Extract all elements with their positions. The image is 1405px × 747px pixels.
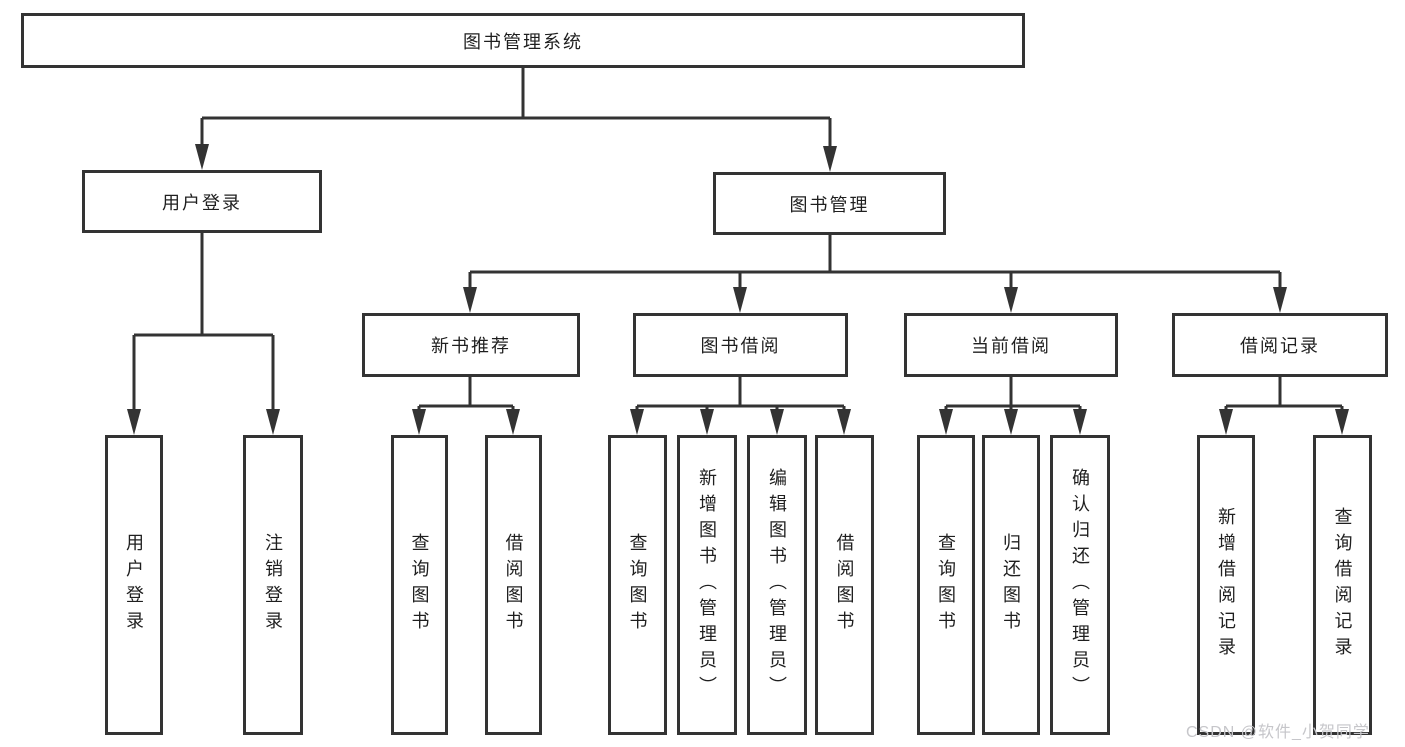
leaf-borrow-edit-books: 编辑图书（管理员） — [747, 435, 807, 735]
leaf-current-query-books: 查询图书 — [917, 435, 975, 735]
arrowhead-borrow-query — [630, 409, 644, 435]
leaf-rec-query-books: 查询图书 — [391, 435, 448, 735]
arrowhead-records-query — [1335, 409, 1349, 435]
node-root-system: 图书管理系统 — [21, 13, 1025, 68]
arrowhead-book-mgmt — [823, 146, 837, 172]
arrowhead-user-login — [195, 144, 209, 170]
leaf-user-login: 用户登录 — [105, 435, 163, 735]
connector-borrow-records-split — [1219, 377, 1349, 435]
arrowhead-leaf-logout — [266, 409, 280, 435]
arrowhead-borrow-records — [1273, 287, 1287, 313]
arrowhead-current-return — [1004, 409, 1018, 435]
arrowhead-new-book-rec — [463, 287, 477, 313]
arrowhead-current-borrow — [1004, 287, 1018, 313]
arrowhead-borrow-borrow — [837, 409, 851, 435]
node-user-login: 用户登录 — [82, 170, 322, 233]
arrowhead-leaf-user-login — [127, 409, 141, 435]
connector-current-borrow-split — [939, 377, 1087, 435]
connector-user-login-split — [127, 233, 280, 435]
connector-new-book-rec-split — [412, 377, 520, 435]
leaf-rec-borrow-books: 借阅图书 — [485, 435, 542, 735]
node-book-borrow: 图书借阅 — [633, 313, 848, 377]
leaf-current-confirm-return: 确认归还（管理员） — [1050, 435, 1110, 735]
leaf-records-query-record: 查询借阅记录 — [1313, 435, 1372, 735]
leaf-borrow-query-books: 查询图书 — [608, 435, 667, 735]
node-current-borrow: 当前借阅 — [904, 313, 1118, 377]
connector-book-borrow-split — [630, 377, 851, 435]
connector-root-split — [195, 68, 837, 172]
node-book-mgmt: 图书管理 — [713, 172, 946, 235]
arrowhead-records-add — [1219, 409, 1233, 435]
arrowhead-rec-query — [412, 409, 426, 435]
arrowhead-borrow-add — [700, 409, 714, 435]
leaf-borrow-add-books: 新增图书（管理员） — [677, 435, 737, 735]
arrowhead-book-borrow — [733, 287, 747, 313]
arrowhead-current-confirm — [1073, 409, 1087, 435]
leaf-borrow-borrow-books: 借阅图书 — [815, 435, 874, 735]
arrowhead-rec-borrow — [506, 409, 520, 435]
arrowhead-borrow-edit — [770, 409, 784, 435]
connector-book-mgmt-split — [463, 235, 1287, 313]
leaf-records-add-record: 新增借阅记录 — [1197, 435, 1255, 735]
leaf-logout: 注销登录 — [243, 435, 303, 735]
node-borrow-records: 借阅记录 — [1172, 313, 1388, 377]
node-new-book-rec: 新书推荐 — [362, 313, 580, 377]
arrowhead-current-query — [939, 409, 953, 435]
csdn-watermark: CSDN @软件_小贺同学 — [1186, 724, 1370, 741]
leaf-current-return-books: 归还图书 — [982, 435, 1040, 735]
